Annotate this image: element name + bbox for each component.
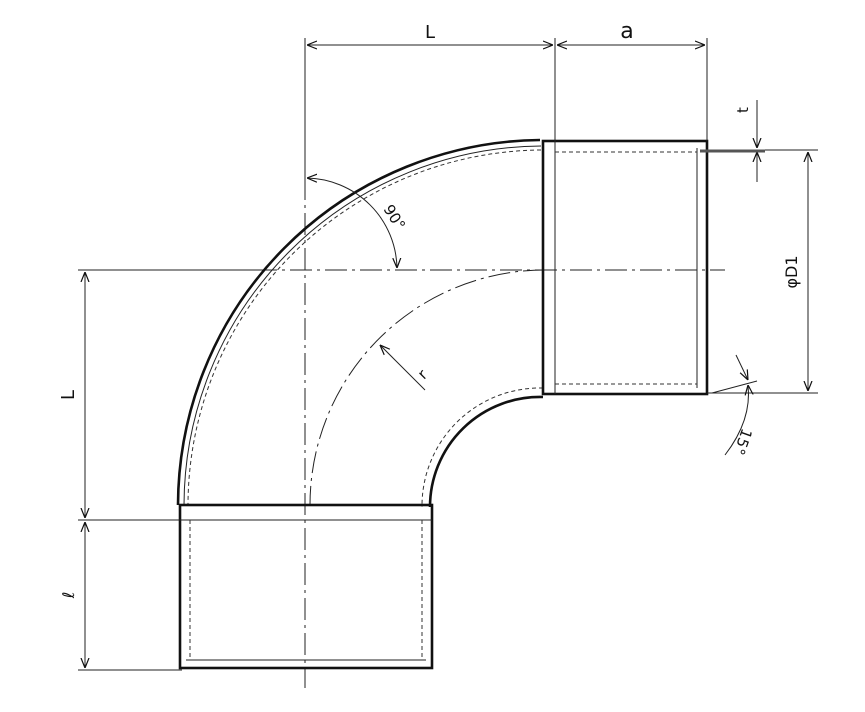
elbow-body [176,138,544,508]
label-thickness: t [734,107,752,113]
label-top-length: L [425,22,435,43]
label-side-length: L [58,390,79,400]
label-bevel-angle: 15° [730,426,756,457]
label-socket-length: a [620,19,633,44]
center-lines [255,178,725,688]
label-angle-90: 90° [380,201,409,233]
bottom-socket [178,503,434,670]
label-bottom-socket: ℓ [59,592,78,600]
label-radius: r [414,365,432,383]
right-socket [541,139,709,396]
label-diameter: φD1 [782,255,801,288]
dimension-lines [78,38,818,671]
